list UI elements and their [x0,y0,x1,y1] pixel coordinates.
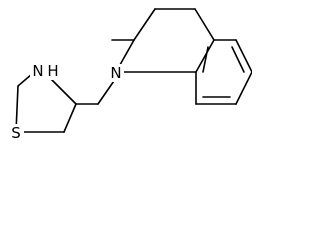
bond-c6-c7 [235,71,252,105]
bond-c2-n3 [17,73,33,87]
bond-c2-c3 [133,8,156,41]
atom-label-s-thiazolidine: S [11,124,21,142]
atom-label-h-thiazolidine: H [47,62,58,80]
chemical-structure: N N H S [8,8,252,142]
bond-c4-c4a [194,8,215,41]
double-bond-c4a-c8a-inner [202,46,209,73]
h-thiazolidine-mask [46,62,62,80]
bond-c4-c5-thiazolidine [63,103,77,133]
atom-label-n-thiazolidine: N [32,62,43,80]
double-bond-c5-c6-inner [231,46,245,73]
atom-label-n-quinoline: N [110,64,121,82]
bond-n1-ch2 [97,77,117,105]
bond-set [15,8,252,133]
bond-c4a-c8a [195,39,215,73]
n-thiazolidine-mask [30,62,46,80]
bond-c5-c6 [235,39,252,73]
n-quinoline-mask [108,64,124,82]
s-thiazolidine-mask [8,124,24,142]
